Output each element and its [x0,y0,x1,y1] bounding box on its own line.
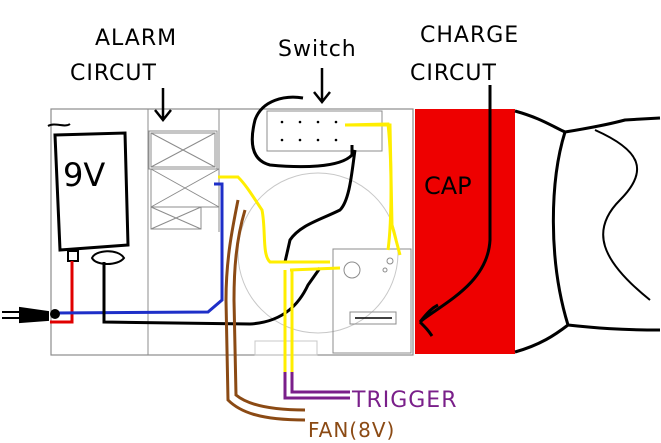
alarm-circuit-block [147,109,220,355]
charge-label-line2: CIRCUT [410,61,497,86]
trigger-label: TRIGGER [351,388,458,413]
wire-black-fan [283,149,357,263]
housing-outline [50,108,414,356]
alarm-arrow [154,88,172,123]
wire-yellow-switch [344,122,393,251]
plug-node [50,309,60,319]
battery-9v [47,123,130,265]
wire-black-battery [102,262,322,326]
switch-block [266,110,383,152]
flash-head-outline [514,109,661,354]
switch-arrow [313,68,331,105]
wire-black-charge [418,85,492,337]
wire-brown-fan [224,199,306,422]
wire-blue [54,182,224,315]
plug-icon [2,306,49,324]
fan-label: FAN(8V) [308,418,395,442]
fan-circle [237,172,399,334]
wire-black-switch [250,95,354,169]
wire-yellow-main [218,123,402,264]
switch-label: Switch [278,37,357,62]
alarm-label-line2: CIRCUT [70,61,157,86]
wire-red [50,261,74,324]
charge-circuit-board [332,248,412,354]
capacitor-block [415,109,515,354]
wire-yellow-trigger [283,266,341,390]
cap-label: CAP [424,172,472,200]
battery-label: 9V [63,156,105,194]
wire-purple-trigger [283,372,350,400]
charge-label-line1: CHARGE [420,23,519,48]
alarm-label-line1: ALARM [95,26,177,51]
flash-lens-curve [594,129,651,301]
